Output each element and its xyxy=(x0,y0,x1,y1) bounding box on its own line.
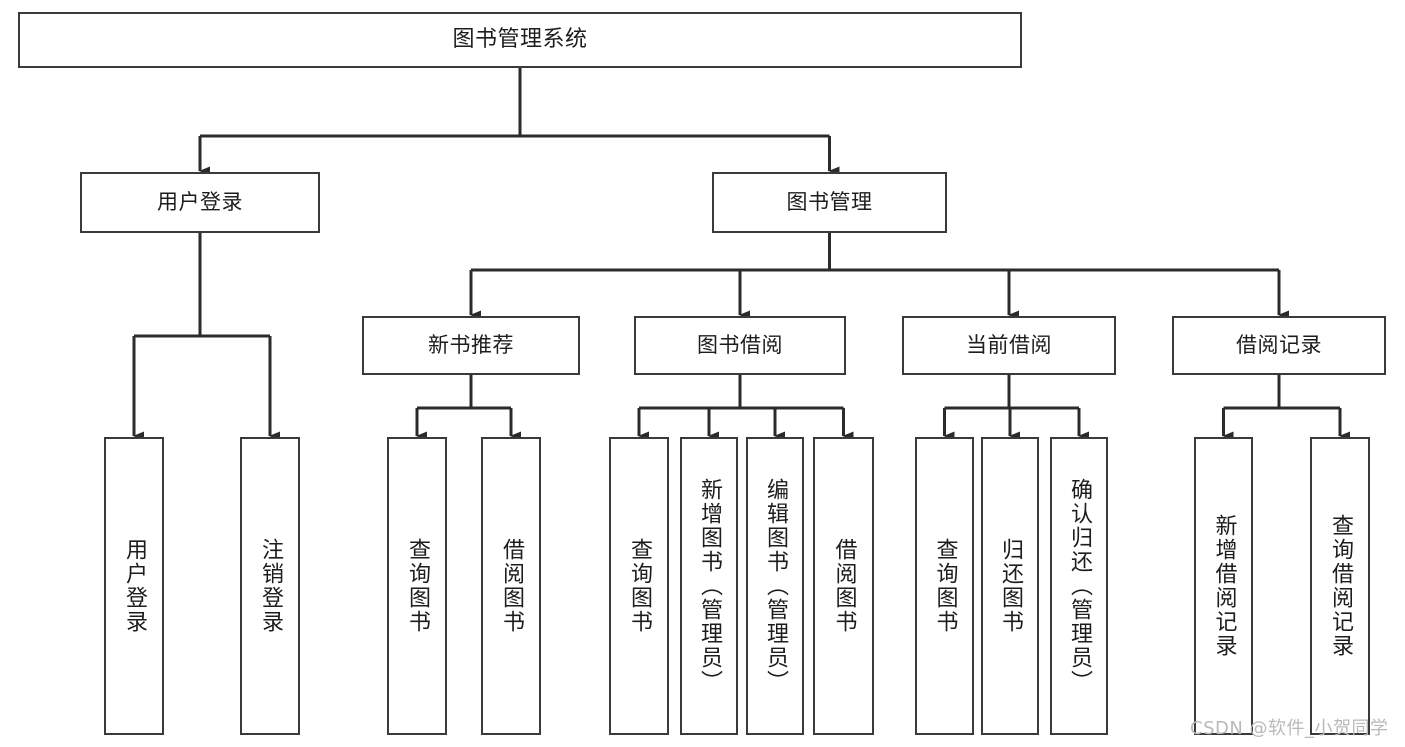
node-leaf-user-login[interactable]: 用户登录 xyxy=(104,437,164,735)
node-label-leaf-query-book-2: 查询图书 xyxy=(627,538,652,634)
node-label-leaf-add-book: 新增图书（管理员） xyxy=(697,478,722,694)
node-label-leaf-user-login: 用户登录 xyxy=(122,538,147,634)
node-leaf-add-record[interactable]: 新增借阅记录 xyxy=(1194,437,1253,735)
node-label-leaf-query-record: 查询借阅记录 xyxy=(1328,514,1353,658)
node-label-leaf-edit-book: 编辑图书（管理员） xyxy=(763,478,788,694)
node-user-login[interactable]: 用户登录 xyxy=(80,172,320,233)
node-leaf-edit-book[interactable]: 编辑图书（管理员） xyxy=(746,437,804,735)
node-leaf-query-record[interactable]: 查询借阅记录 xyxy=(1310,437,1370,735)
node-label-root: 图书管理系统 xyxy=(452,26,588,52)
node-label-borrow-record: 借阅记录 xyxy=(1236,332,1322,357)
node-leaf-query-book-3[interactable]: 查询图书 xyxy=(915,437,974,735)
node-root[interactable]: 图书管理系统 xyxy=(18,12,1022,68)
node-borrow-record[interactable]: 借阅记录 xyxy=(1172,316,1386,375)
node-current-borrow[interactable]: 当前借阅 xyxy=(902,316,1116,375)
node-leaf-logout[interactable]: 注销登录 xyxy=(240,437,300,735)
node-leaf-query-book-2[interactable]: 查询图书 xyxy=(609,437,669,735)
connector-paths xyxy=(132,68,1350,441)
node-label-leaf-borrow-book-2: 借阅图书 xyxy=(831,538,857,634)
node-leaf-query-book-1[interactable]: 查询图书 xyxy=(387,437,447,735)
node-label-leaf-confirm-return: 确认归还（管理员） xyxy=(1067,478,1092,694)
node-new-book-recommend[interactable]: 新书推荐 xyxy=(362,316,580,375)
node-leaf-borrow-book-2[interactable]: 借阅图书 xyxy=(813,437,874,735)
node-leaf-return-book[interactable]: 归还图书 xyxy=(981,437,1039,735)
node-label-current-borrow: 当前借阅 xyxy=(966,332,1052,357)
node-label-leaf-borrow-book-1: 借阅图书 xyxy=(499,538,524,634)
node-label-leaf-logout: 注销登录 xyxy=(258,538,283,634)
node-label-leaf-add-record: 新增借阅记录 xyxy=(1211,514,1237,658)
node-book-management[interactable]: 图书管理 xyxy=(712,172,947,233)
node-label-book-borrow: 图书借阅 xyxy=(697,332,783,357)
node-label-user-login: 用户登录 xyxy=(157,189,243,214)
node-book-borrow[interactable]: 图书借阅 xyxy=(634,316,846,375)
node-label-leaf-return-book: 归还图书 xyxy=(998,538,1023,634)
node-label-leaf-query-book-3: 查询图书 xyxy=(932,538,958,634)
node-leaf-add-book[interactable]: 新增图书（管理员） xyxy=(680,437,738,735)
node-label-leaf-query-book-1: 查询图书 xyxy=(405,538,430,634)
node-leaf-confirm-return[interactable]: 确认归还（管理员） xyxy=(1050,437,1108,735)
node-label-book-management: 图书管理 xyxy=(786,189,873,214)
node-leaf-borrow-book-1[interactable]: 借阅图书 xyxy=(481,437,541,735)
node-label-new-book-recommend: 新书推荐 xyxy=(428,332,514,357)
